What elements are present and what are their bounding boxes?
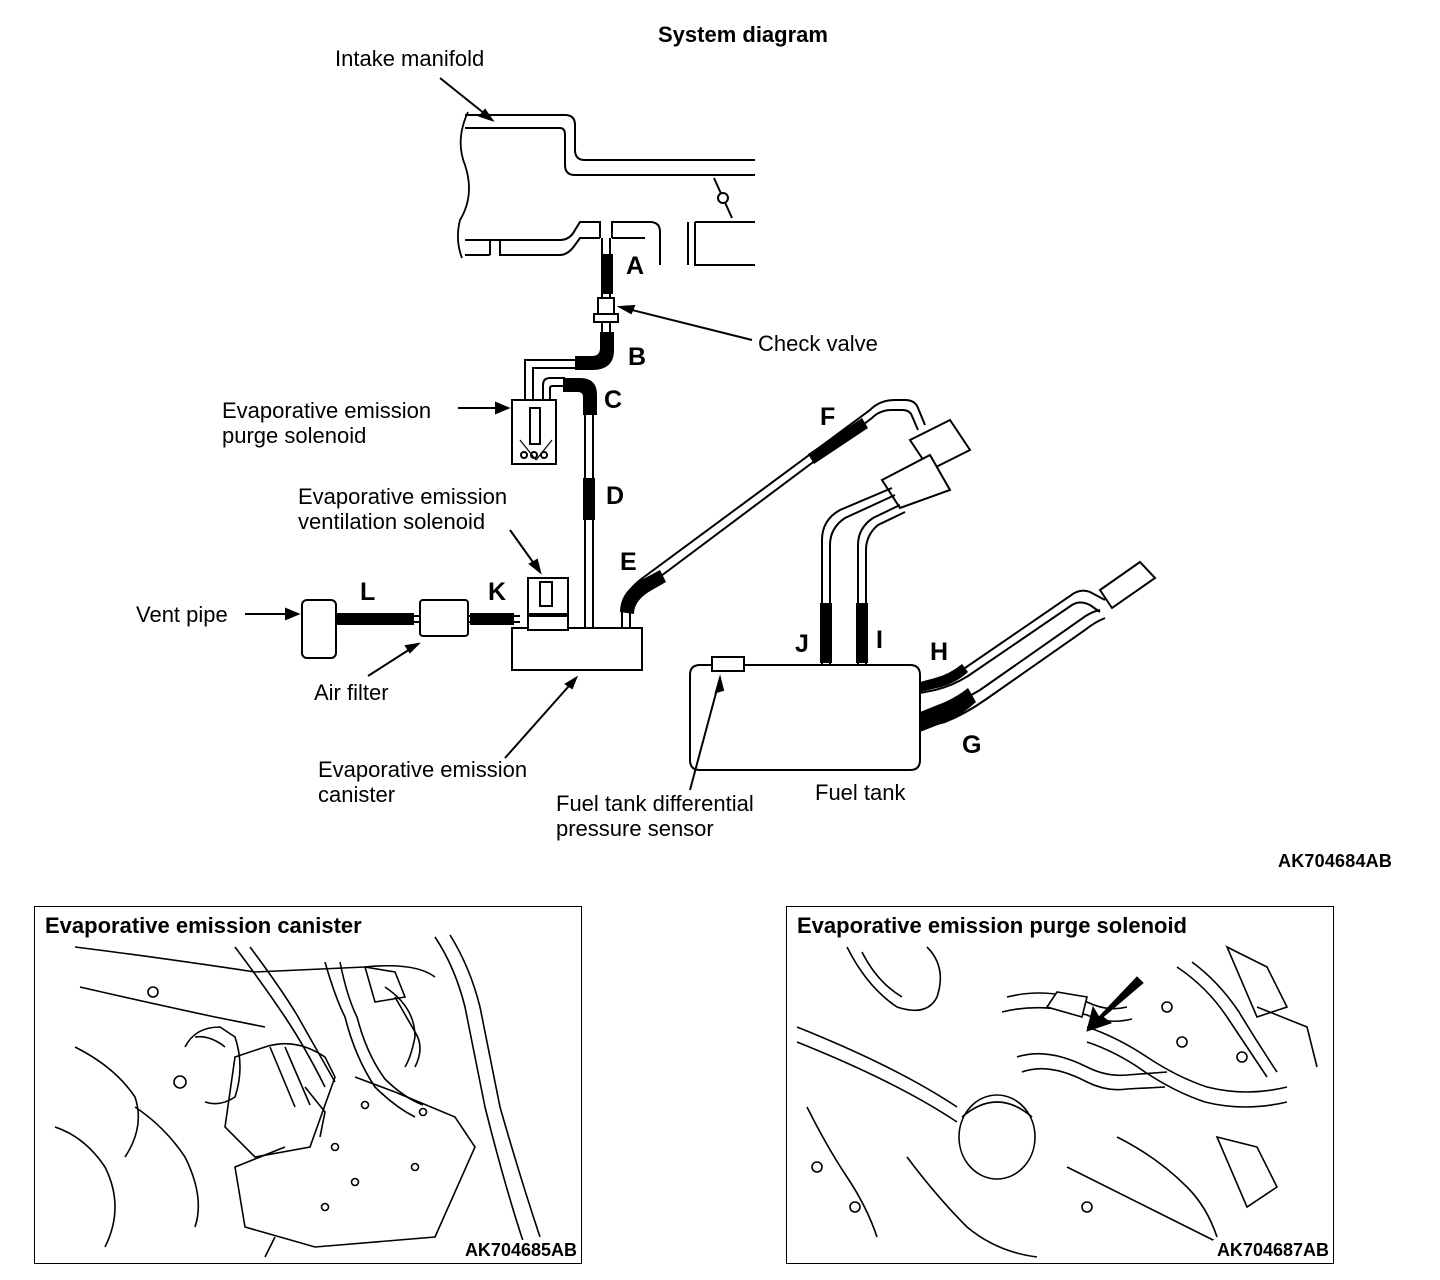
canister (511, 627, 643, 671)
hose-e (620, 570, 666, 614)
pressure-sensor (711, 656, 745, 672)
intake-dome (958, 1094, 1036, 1180)
hose-a (601, 254, 613, 294)
hose-l (336, 613, 414, 625)
hose-label-a: A (626, 252, 645, 280)
hose-label-b: B (628, 343, 647, 371)
label-pressure-sensor-line2: pressure sensor (556, 816, 714, 841)
hose-label-l: L (360, 578, 376, 606)
hose-f (808, 418, 868, 464)
label-canister-line1: Evaporative emission (318, 757, 528, 782)
hose-label-e: E (620, 548, 637, 576)
panel-purge-solenoid-title: Evaporative emission purge solenoid (797, 913, 1191, 939)
label-check-valve: Check valve (758, 331, 878, 356)
label-vent-solenoid-line1: Evaporative emission (298, 484, 508, 509)
label-canister-line2: canister (318, 782, 396, 807)
intake-manifold-upper-wall (465, 114, 755, 161)
hose-j (820, 603, 832, 663)
purge-solenoid (511, 399, 557, 465)
hose-label-c: C (604, 386, 623, 414)
hose-label-f: F (820, 403, 836, 431)
fuel-tank-outline (689, 664, 921, 771)
hose-g (920, 688, 976, 732)
panel-canister-code: AK704685AB (460, 1240, 577, 1261)
hose-label-g: G (962, 731, 982, 759)
label-vent-solenoid-line2: ventilation solenoid (298, 509, 486, 534)
diagram-title: System diagram (658, 22, 828, 47)
vent-pipe (301, 599, 337, 659)
hose-k (470, 613, 514, 625)
label-purge-solenoid-line1: Evaporative emission (222, 398, 432, 423)
purge-solenoid-illustration (796, 945, 1318, 1258)
hose-i (856, 603, 868, 663)
hose-b (575, 332, 614, 370)
label-purge-solenoid-line2: purge solenoid (222, 423, 367, 448)
location-arrow-icon (1086, 976, 1144, 1032)
hose-label-i: I (876, 626, 883, 654)
hose-label-h: H (930, 638, 949, 666)
canister-illustration (54, 934, 541, 1258)
panel-purge-solenoid-code: AK704687AB (1212, 1240, 1329, 1261)
vent-solenoid (527, 577, 569, 615)
air-filter (419, 599, 469, 637)
hose-label-k: K (488, 578, 507, 606)
hose-d (583, 478, 595, 520)
label-pressure-sensor-line1: Fuel tank differential (556, 791, 754, 816)
label-intake-manifold: Intake manifold (335, 46, 485, 71)
panel-canister-title: Evaporative emission canister (45, 913, 366, 939)
intake-manifold-lower-wall (465, 221, 601, 241)
hose-label-j: J (795, 630, 809, 658)
label-vent-pipe: Vent pipe (136, 602, 228, 627)
label-air-filter: Air filter (314, 680, 389, 705)
hose-label-d: D (606, 482, 625, 510)
hose-h (920, 664, 968, 692)
label-fuel-tank: Fuel tank (815, 780, 906, 805)
system-diagram (245, 77, 1157, 791)
panel-purge-solenoid: Evaporative emission purge solenoid AK70… (786, 906, 1334, 1264)
panel-canister: Evaporative emission canister AK704685AB (34, 906, 582, 1264)
hose-c (563, 378, 597, 415)
diagram-code: AK704684AB (1278, 851, 1393, 871)
